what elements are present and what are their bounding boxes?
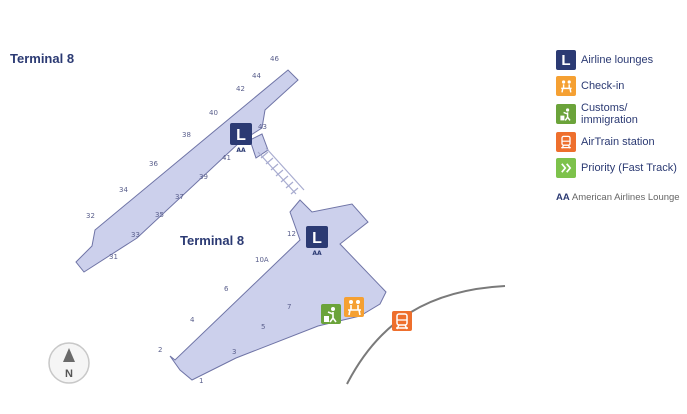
- lounge-marker-upper[interactable]: L AA: [230, 123, 252, 154]
- upper-concourse: [75, 69, 299, 273]
- gate-label: 40: [209, 109, 218, 117]
- gate-label: 1: [199, 377, 203, 385]
- terminal-title-top: Terminal 8: [10, 51, 74, 66]
- gate-label: 41: [222, 154, 231, 162]
- lounge-marker-main[interactable]: L AA: [306, 226, 328, 257]
- legend-label: Customs/ immigration: [581, 102, 638, 126]
- gate-label: 46: [270, 55, 279, 63]
- footnote-code: AA: [556, 192, 570, 203]
- gate-label: 3: [232, 348, 236, 356]
- lounge-icon: L: [556, 50, 576, 70]
- gate-label: 35: [155, 211, 164, 219]
- legend-item-airtrain: AirTrain station: [556, 132, 687, 152]
- lounge-tag: AA: [312, 250, 322, 257]
- lounge-tag: AA: [236, 147, 246, 154]
- checkin-icon: [556, 76, 576, 96]
- footnote-text: American Airlines Lounge: [571, 192, 680, 203]
- legend-label: Check-in: [581, 80, 625, 92]
- gate-label: 6: [224, 285, 229, 293]
- lounge-symbol: L: [236, 127, 246, 144]
- gate-label: 5: [261, 323, 265, 331]
- main-terminal: [169, 199, 387, 381]
- terminal-title-center: Terminal 8: [180, 233, 244, 248]
- legend-item-priority: Priority (Fast Track): [556, 158, 687, 178]
- north-arrow-icon: [63, 348, 75, 362]
- legend-item-airline-lounges: L Airline lounges: [556, 50, 687, 70]
- chevrons-icon: [556, 158, 576, 178]
- gate-label: 4: [190, 316, 195, 324]
- gate-label: 44: [252, 72, 261, 80]
- legend-label: AirTrain station: [581, 136, 655, 148]
- gate-label: 2: [158, 346, 162, 354]
- train-icon[interactable]: [392, 311, 412, 331]
- legend-item-customs: Customs/ immigration: [556, 102, 687, 126]
- gate-label: 42: [236, 85, 245, 93]
- gate-label: 36: [149, 160, 158, 168]
- walkway-connector: [257, 147, 305, 195]
- gate-label: 33: [131, 231, 140, 239]
- legend-item-check-in: Check-in: [556, 76, 687, 96]
- lounge-symbol: L: [312, 230, 322, 247]
- compass-letter: N: [65, 368, 73, 380]
- gate-label: 32: [86, 212, 95, 220]
- train-icon: [556, 132, 576, 152]
- gate-label: 38: [182, 131, 191, 139]
- gate-label: 37: [175, 193, 184, 201]
- gate-label: 39: [199, 173, 208, 181]
- customs-icon[interactable]: [321, 304, 341, 324]
- checkin-icon[interactable]: [344, 297, 364, 317]
- legend-label: Priority (Fast Track): [581, 162, 677, 174]
- gate-label: 12: [287, 230, 296, 238]
- map-legend: L Airline lounges Check-in Customs/ immi…: [556, 50, 687, 203]
- compass-rose: N: [48, 342, 90, 384]
- legend-label: Airline lounges: [581, 54, 654, 66]
- gate-label: 43: [258, 123, 267, 131]
- gate-labels: 46 44 42 40 43 38 41 36 39 34 37 32 35 3…: [86, 55, 296, 385]
- gate-label: 34: [119, 186, 128, 194]
- gate-label: 7: [287, 303, 291, 311]
- legend-footnote: AA American Airlines Lounge: [556, 192, 687, 203]
- gate-label: 31: [109, 253, 118, 261]
- customs-icon: [556, 104, 576, 124]
- gate-label: 10A: [255, 256, 269, 264]
